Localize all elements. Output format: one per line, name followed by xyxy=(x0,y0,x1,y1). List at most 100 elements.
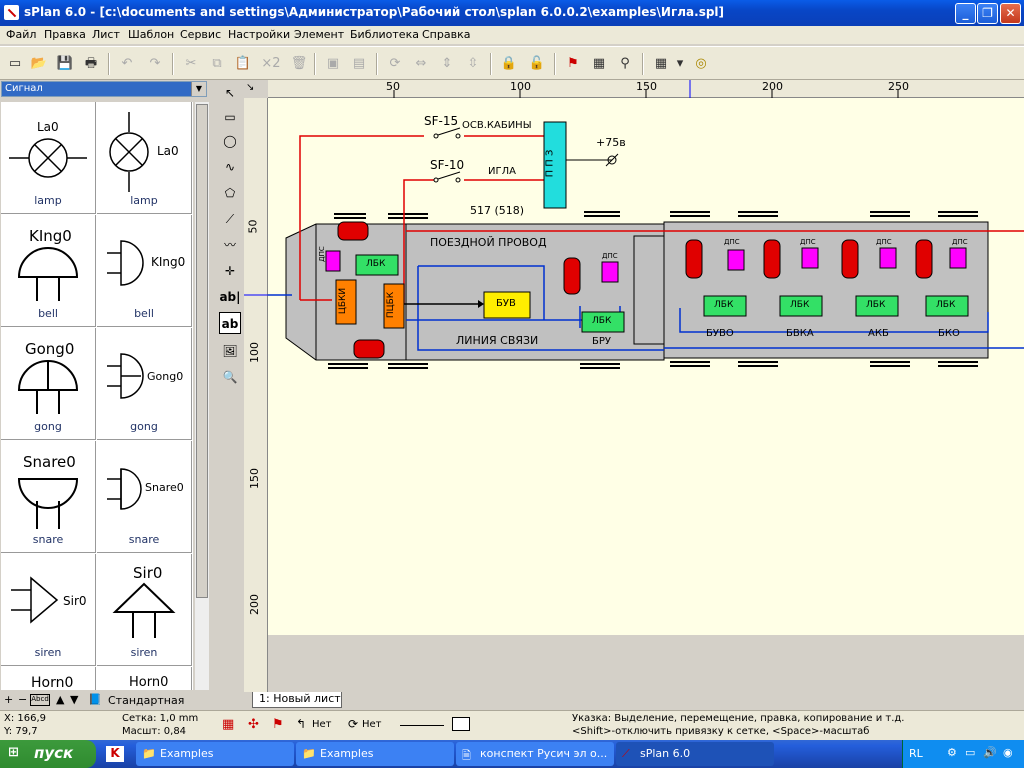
task-splan[interactable]: ⟋ sPlan 6.0 xyxy=(616,742,774,766)
binoculars-icon[interactable]: ⚲ xyxy=(620,56,630,71)
library-item-siren[interactable]: Sir0 siren xyxy=(1,554,96,666)
ruler-label: 150 xyxy=(248,468,261,489)
ruler-label: 200 xyxy=(762,80,783,93)
menu-element[interactable]: Элемент xyxy=(294,28,345,41)
library-scrollbar[interactable] xyxy=(195,102,209,690)
zoom-icon[interactable]: ◎ xyxy=(695,56,707,71)
marker-icon[interactable]: ⚑ xyxy=(272,717,284,732)
chevron-down-icon[interactable]: ▼ xyxy=(191,82,206,96)
arrow-down-icon[interactable]: ▼ xyxy=(70,693,79,706)
task-examples-2[interactable]: 📁 Examples xyxy=(296,742,454,766)
menu-settings[interactable]: Настройки xyxy=(228,28,291,41)
curve-icon[interactable]: ∿ xyxy=(224,160,236,174)
tab-sheet-1[interactable]: 1: Новый лист xyxy=(252,692,342,708)
minimize-button[interactable]: _ xyxy=(955,3,976,24)
line-style-preview[interactable] xyxy=(400,725,444,726)
rotate-icon[interactable]: ⟳ xyxy=(348,717,359,731)
grid-toggle-icon[interactable]: ▦ xyxy=(222,717,235,732)
mirror-h-icon[interactable]: ⇔ xyxy=(415,56,427,71)
line-icon[interactable]: ⟋ xyxy=(225,212,235,226)
ruler-origin-icon[interactable]: ↘ xyxy=(246,82,255,93)
antivirus-icon[interactable]: ◉ xyxy=(1003,746,1013,759)
task-examples-1[interactable]: 📁 Examples xyxy=(136,742,294,766)
library-item-horn[interactable]: Horn0 xyxy=(97,667,192,690)
list-icon[interactable]: ▦ xyxy=(592,56,606,71)
ungroup-icon[interactable]: ▤ xyxy=(352,56,366,71)
menu-library[interactable]: Библиотека xyxy=(350,28,419,41)
duplicate-button[interactable]: ×2 xyxy=(261,56,281,71)
undo-icon[interactable]: ↶ xyxy=(121,56,133,71)
delete-icon[interactable]: 🗑 xyxy=(290,56,308,71)
angle-icon[interactable]: ↰ xyxy=(296,717,307,731)
start-button[interactable]: ⊞ пуск xyxy=(0,740,96,768)
maximize-button[interactable]: ❐ xyxy=(977,3,998,24)
menu-help[interactable]: Справка xyxy=(422,28,471,41)
library-name[interactable]: Стандартная xyxy=(108,694,185,707)
pointer-icon[interactable]: ↖ xyxy=(224,86,236,100)
menu-template[interactable]: Шаблон xyxy=(128,28,175,41)
bell-symbol-icon xyxy=(17,247,79,301)
polyline-icon[interactable]: 〰 xyxy=(223,238,236,252)
label-dps: ДПС xyxy=(602,252,618,260)
library-item-gong[interactable]: Gong0 gong xyxy=(1,328,96,440)
redo-icon[interactable]: ↷ xyxy=(149,56,161,71)
junction-icon[interactable]: ✛ xyxy=(224,264,236,278)
magnifier-icon[interactable]: 🔍 xyxy=(222,370,238,384)
text-icon[interactable]: ab| xyxy=(219,290,241,304)
close-button[interactable]: ✕ xyxy=(1000,3,1021,24)
textbox-icon[interactable]: ab xyxy=(219,312,241,334)
add-icon[interactable]: + xyxy=(4,693,14,706)
open-folder-icon[interactable]: 📂 xyxy=(30,56,48,71)
mirror-v-icon[interactable]: ⇕ xyxy=(441,56,453,71)
menu-file[interactable]: Файл xyxy=(6,28,37,41)
rotate-icon[interactable]: ⟳ xyxy=(389,56,401,71)
rotate-value[interactable]: Нет xyxy=(362,719,382,730)
remove-icon[interactable]: − xyxy=(18,693,28,706)
new-file-icon[interactable]: ▭ xyxy=(8,56,22,71)
network-icon[interactable]: ⚙ xyxy=(947,746,957,759)
library-item-lamp[interactable]: La0 lamp xyxy=(1,102,96,214)
lock-icon[interactable]: 🔒 xyxy=(500,56,518,71)
display-icon[interactable]: ▭ xyxy=(965,746,976,759)
menu-sheet[interactable]: Лист xyxy=(92,28,120,41)
ellipse-icon[interactable]: ◯ xyxy=(223,134,237,148)
unlock-icon[interactable]: 🔓 xyxy=(528,56,546,71)
sheet-tabs: 1: Новый лист xyxy=(244,692,1024,708)
paste-icon[interactable]: 📋 xyxy=(234,56,252,71)
rename-icon[interactable]: Abcd xyxy=(30,694,50,706)
angle-value[interactable]: Нет xyxy=(312,719,332,730)
chevron-down-icon[interactable]: ▾ xyxy=(676,56,684,71)
save-icon[interactable]: 💾 xyxy=(56,56,74,71)
drawing-sheet[interactable]: SF-15 ОСВ.КАБИНЫ SF-10 ИГЛА +75в П П З 5… xyxy=(268,98,1024,635)
library-item-gong[interactable]: Gong0 gong xyxy=(97,328,192,440)
rectangle-icon[interactable]: ▭ xyxy=(224,110,236,124)
fill-preview[interactable] xyxy=(452,717,470,731)
library-select[interactable]: Сигнал ▼ xyxy=(1,81,207,97)
library-item-siren[interactable]: Sir0 siren xyxy=(97,554,192,666)
library-item-lamp[interactable]: La0 lamp xyxy=(97,102,192,214)
polygon-icon[interactable]: ⬠ xyxy=(224,186,236,200)
numbering-icon[interactable]: ⚑ xyxy=(567,56,579,71)
print-icon[interactable]: 🖶 xyxy=(84,56,98,71)
task-document[interactable]: 🗎 конспект Русич эл о... xyxy=(456,742,614,766)
language-indicator[interactable]: RL xyxy=(909,747,923,760)
snap-icon[interactable]: ✣ xyxy=(248,717,259,732)
library-item-snare[interactable]: Snare0 snare xyxy=(1,441,96,553)
menu-edit[interactable]: Правка xyxy=(44,28,86,41)
cut-icon[interactable]: ✂ xyxy=(185,56,197,71)
speaker-icon[interactable]: 🔊 xyxy=(983,746,997,759)
image-icon[interactable]: 🖼 xyxy=(222,344,238,358)
library-item-bell[interactable]: KIng0 bell xyxy=(97,215,192,327)
group-icon[interactable]: ▣ xyxy=(326,56,340,71)
library-item-snare[interactable]: Snare0 snare xyxy=(97,441,192,553)
library-item-bell[interactable]: KIng0 bell xyxy=(1,215,96,327)
coord-y: Y: 79,7 xyxy=(4,726,38,737)
align-icon[interactable]: ⇳ xyxy=(467,56,479,71)
menu-service[interactable]: Сервис xyxy=(180,28,222,41)
library-item-horn[interactable]: Horn0 xyxy=(1,667,96,690)
grid-icon[interactable]: ▦ xyxy=(654,56,668,71)
copy-icon[interactable]: ⧉ xyxy=(212,56,222,71)
scrollbar-thumb[interactable] xyxy=(196,104,208,598)
arrow-up-icon[interactable]: ▲ xyxy=(56,693,65,706)
quicklaunch-icon[interactable]: K xyxy=(106,746,124,762)
